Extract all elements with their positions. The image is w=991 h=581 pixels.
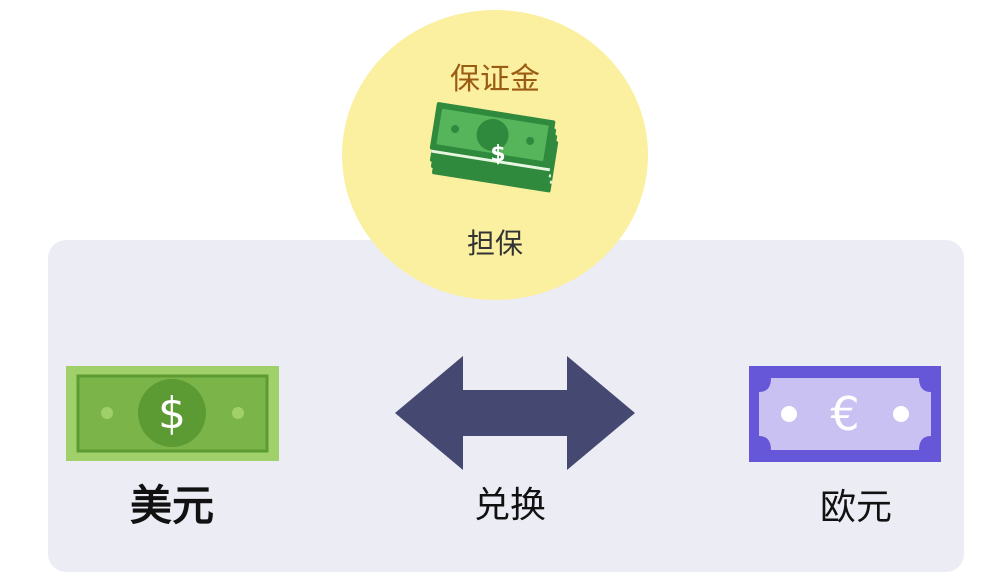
euro-bill-icon: € [749,366,941,462]
usd-label: 美元 [129,481,214,530]
cash-dollar-symbol: $ [490,142,505,167]
dollar-symbol: $ [158,388,186,439]
guarantee-label: 担保 [466,227,523,260]
margin-label: 保证金 [450,62,540,97]
euro-symbol: € [830,387,859,441]
dollar-bill-icon: $ [66,366,279,461]
exchange-label: 兑换 [473,485,546,526]
double-arrow-icon [395,356,635,470]
eur-label: 欧元 [819,487,892,528]
cash-stack-icon: $ [429,102,559,193]
